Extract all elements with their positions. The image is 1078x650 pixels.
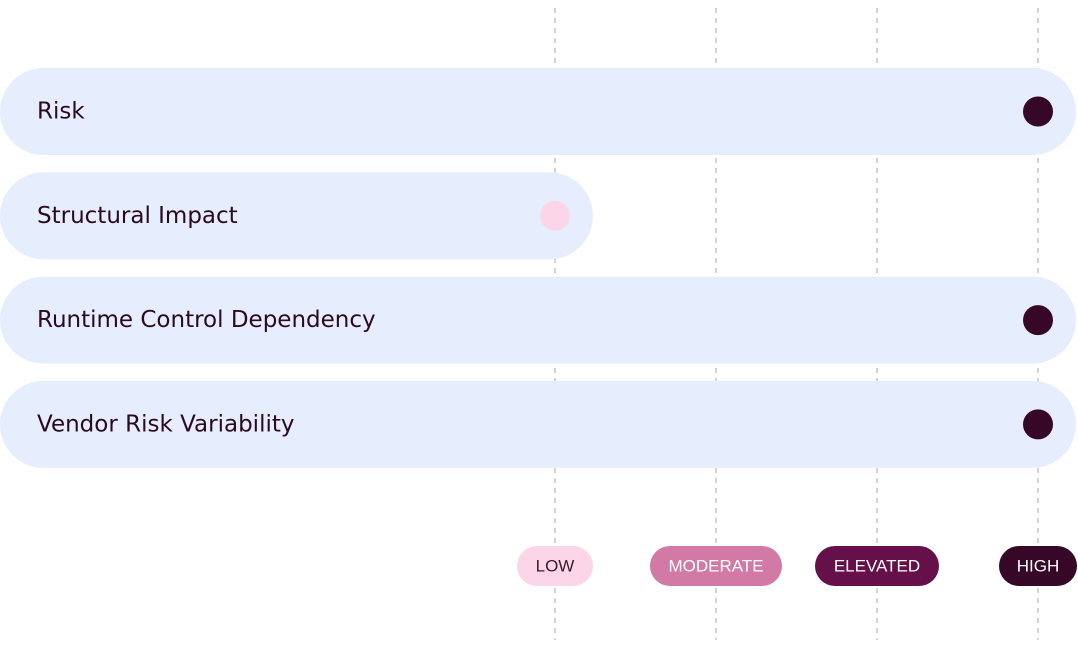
bar xyxy=(0,276,1076,364)
legend-item-low: LOW xyxy=(517,546,593,586)
legend-item-elevated: ELEVATED xyxy=(815,546,939,586)
level-dot xyxy=(540,200,570,231)
legend-pill xyxy=(999,546,1077,586)
bar xyxy=(0,380,1076,468)
level-dot xyxy=(1023,409,1053,440)
bar-row: Runtime Control Dependency xyxy=(0,276,1076,364)
bar xyxy=(0,172,593,260)
legend: LOW MODERATE ELEVATED HIGH xyxy=(517,546,1077,586)
legend-item-high: HIGH xyxy=(999,546,1077,586)
bar-label: Vendor Risk Variability xyxy=(37,411,294,437)
bar-row: Structural Impact xyxy=(0,172,593,260)
legend-label: HIGH xyxy=(1017,557,1060,576)
legend-pill xyxy=(815,546,939,586)
legend-item-moderate: MODERATE xyxy=(650,546,782,586)
bar-label: Risk xyxy=(37,99,85,125)
level-dot xyxy=(1023,305,1053,336)
bar-row: Risk xyxy=(0,68,1076,155)
legend-label: LOW xyxy=(536,557,575,576)
bar xyxy=(0,68,1076,155)
bar-label: Runtime Control Dependency xyxy=(37,307,376,333)
bar-row: Vendor Risk Variability xyxy=(0,380,1076,468)
legend-label: MODERATE xyxy=(668,557,763,576)
legend-pill xyxy=(650,546,782,586)
bar-label: Structural Impact xyxy=(37,203,238,229)
legend-pill xyxy=(517,546,593,586)
level-dot xyxy=(1023,96,1053,127)
legend-label: ELEVATED xyxy=(834,557,920,576)
